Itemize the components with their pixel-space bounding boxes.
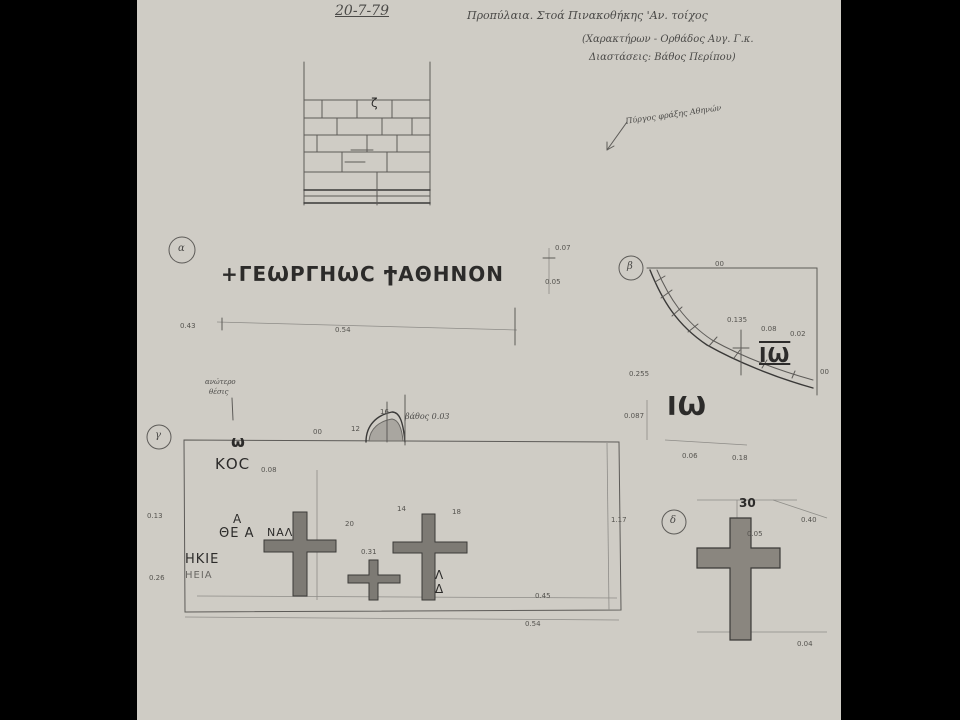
sheet-title: Προπύλαια. Στοά Πινακοθήκης 'Αν. τοίχος bbox=[467, 9, 708, 22]
dim-a-h1: 0.07 bbox=[555, 244, 571, 252]
dim-c-14: 14 bbox=[397, 505, 406, 513]
inscription-line-4: ΗΚΙΕ bbox=[185, 552, 220, 567]
drawing-sheet: 20-7-79 Προπύλαια. Στοά Πινακοθήκης 'Αν.… bbox=[137, 0, 841, 720]
depth-note: βάθος 0.03 bbox=[405, 412, 450, 421]
panel-c-slab bbox=[183, 394, 622, 621]
dim-a-left: 0.43 bbox=[180, 322, 196, 330]
dim-c-31: 0.31 bbox=[361, 548, 377, 556]
dim-c-width: 0.54 bbox=[525, 620, 541, 628]
inscription-delta: Δ bbox=[435, 582, 445, 596]
dim-b-6: 0.06 bbox=[682, 452, 698, 460]
inscription-zeta: ζ bbox=[371, 96, 379, 110]
main-inscription: +ΓΕѠΡΓΗѠϹ ϮΑΘΗΝΟΝ bbox=[221, 262, 504, 286]
dim-d-right: 0.40 bbox=[801, 516, 817, 524]
inscription-line-5: ΗΕΙΑ bbox=[185, 570, 213, 581]
inscription-line-alpha: Α bbox=[233, 512, 243, 526]
panel-c-crosses bbox=[263, 511, 468, 601]
sheet-subtitle-2: Διαστάσεις: Βάθος Περίπου) bbox=[589, 52, 736, 63]
panel-a-dimensions bbox=[216, 248, 556, 346]
dim-c-20: 20 bbox=[345, 520, 354, 528]
inscription-omega: ω bbox=[231, 432, 246, 451]
wall-elevation-sketch bbox=[303, 61, 431, 206]
inscription-io: ΙѠ bbox=[667, 392, 708, 422]
sheet-subtitle-1: (Χαρακτήρων - Ορθάδος Αυγ. Γ.κ. bbox=[582, 34, 754, 45]
annotation-arrows bbox=[231, 121, 628, 421]
dim-c-left1: 0.13 bbox=[147, 512, 163, 520]
cross-large-right bbox=[392, 513, 468, 601]
sheet-date: 20-7-79 bbox=[335, 3, 389, 19]
dim-b-1: 0.135 bbox=[727, 316, 748, 324]
inscription-line-1: ΘΕ Α bbox=[219, 526, 255, 541]
dim-c-12: 12 bbox=[351, 425, 360, 433]
dim-b-4: 0.255 bbox=[629, 370, 650, 378]
inscription-line-3: ΝΑΛ bbox=[267, 526, 294, 539]
dim-c-18: 18 bbox=[452, 508, 461, 516]
dim-c-16: 16 bbox=[380, 408, 389, 416]
dim-c-left2: 0.26 bbox=[149, 574, 165, 582]
cross-large-left bbox=[263, 511, 337, 597]
inscription-lambda: Λ bbox=[435, 568, 445, 582]
dim-b-2: 0.08 bbox=[761, 325, 777, 333]
dim-d-mid: 0.05 bbox=[747, 530, 763, 538]
dim-b-3: 0.02 bbox=[790, 330, 806, 338]
upper-note-1: ανώτερο bbox=[205, 378, 236, 386]
dim-c-height: 1.17 bbox=[611, 516, 627, 524]
dim-c-right: 0.45 bbox=[535, 592, 551, 600]
dim-c-08: 0.08 bbox=[261, 466, 277, 474]
panel-label-c: γ bbox=[155, 430, 161, 441]
dim-d-bottom: 0.04 bbox=[797, 640, 813, 648]
panel-b-section bbox=[646, 267, 818, 446]
panel-d-cross bbox=[696, 499, 828, 641]
dim-d-top: 30 bbox=[739, 496, 756, 510]
dim-b-7: 0.18 bbox=[732, 454, 748, 462]
dim-b-top: 00 bbox=[715, 260, 724, 268]
panel-label-b: β bbox=[627, 261, 633, 272]
upper-note-2: θέσις bbox=[209, 388, 229, 396]
panel-label-a: α bbox=[178, 243, 185, 254]
dim-b-side: 00 bbox=[820, 368, 829, 376]
dim-a-h2: 0.05 bbox=[545, 278, 561, 286]
panel-label-circles bbox=[146, 236, 687, 535]
dim-a-total: 0.54 bbox=[335, 326, 351, 334]
cross-small bbox=[347, 559, 401, 601]
dim-b-5: 0.087 bbox=[624, 412, 645, 420]
inscription-io-small: ΙѠ bbox=[759, 343, 791, 367]
inscription-kos: ΚΟϹ bbox=[215, 455, 251, 473]
dim-c-top: 00 bbox=[313, 428, 322, 436]
panel-label-d: δ bbox=[670, 515, 677, 526]
sketch-lines bbox=[146, 61, 828, 641]
